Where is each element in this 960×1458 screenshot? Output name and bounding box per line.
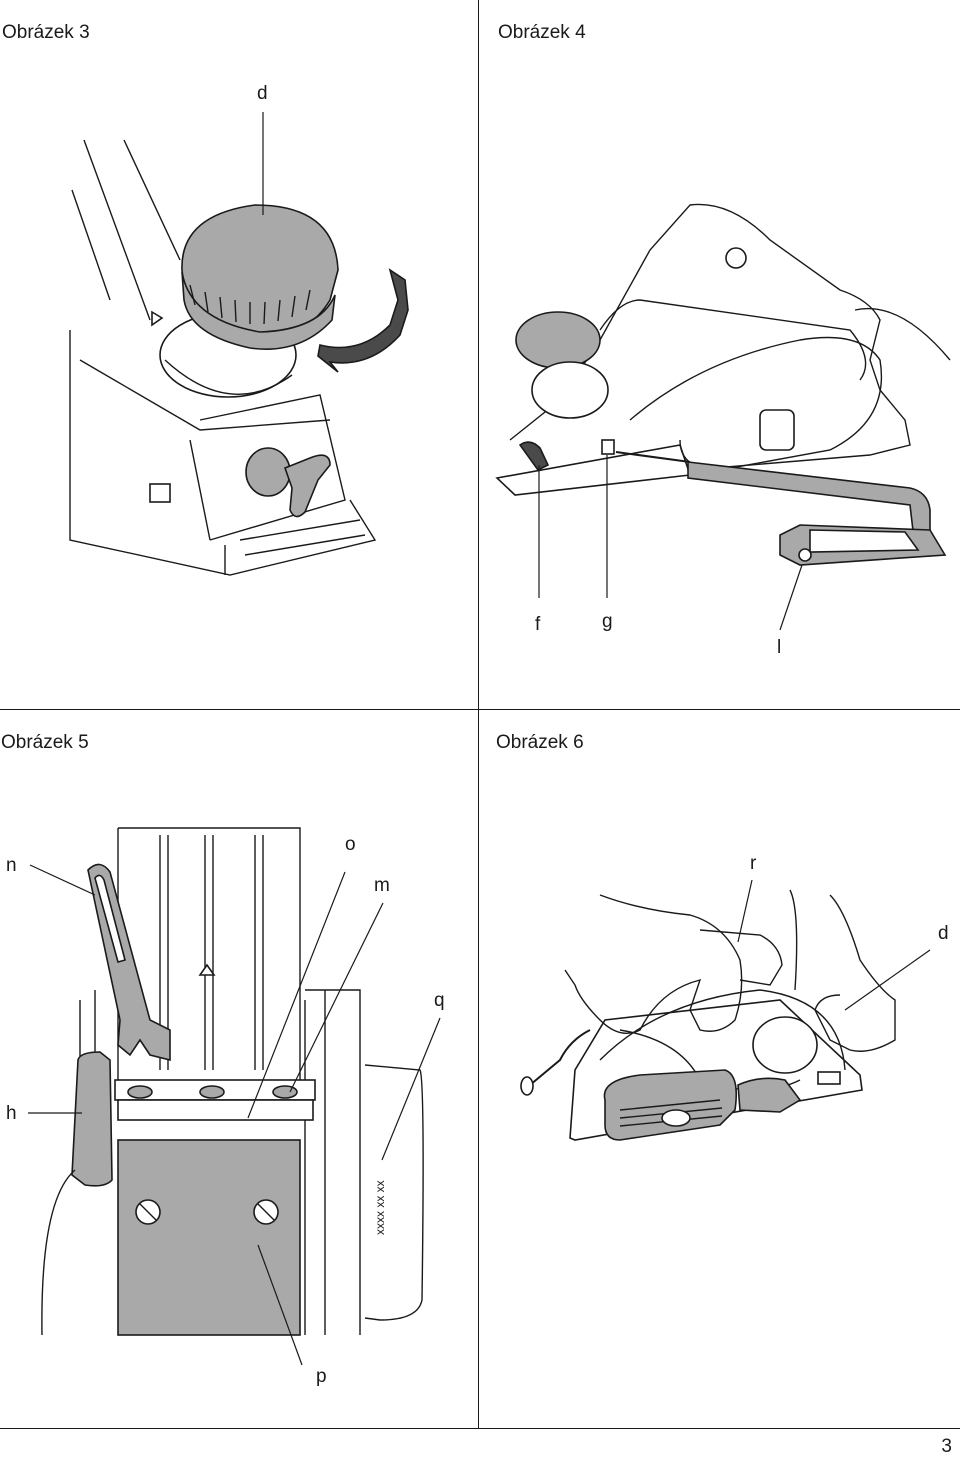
- figure-3-drawing: [69, 112, 409, 576]
- figure-6-title: Obrázek 6: [496, 732, 584, 753]
- vertical-divider: [478, 0, 479, 1428]
- callout-g: g: [602, 611, 613, 632]
- callout-o: o: [345, 834, 356, 855]
- horizontal-divider: [0, 709, 960, 710]
- figure-5-drawing: [28, 827, 441, 1366]
- callout-m: m: [374, 875, 390, 896]
- figure-3-title: Obrázek 3: [2, 22, 90, 43]
- callout-l: l: [777, 637, 782, 658]
- callout-n: n: [6, 855, 17, 876]
- figure-6-drawing: [520, 879, 931, 1141]
- figure-5-title: Obrázek 5: [1, 732, 89, 753]
- callout-f: f: [535, 614, 541, 635]
- bottom-rule: [0, 1428, 960, 1429]
- callout-d-fig3: d: [257, 83, 268, 104]
- callout-q: q: [434, 990, 445, 1011]
- page-number: 3: [941, 1436, 952, 1457]
- date-stamp: xxxx xx xx: [373, 1180, 387, 1235]
- figure-4-title: Obrázek 4: [498, 22, 586, 43]
- callout-p: p: [316, 1366, 327, 1387]
- callout-d-fig6: d: [938, 923, 949, 944]
- callout-h: h: [6, 1103, 17, 1124]
- figure-4-drawing: [495, 203, 951, 631]
- callout-r: r: [750, 853, 757, 874]
